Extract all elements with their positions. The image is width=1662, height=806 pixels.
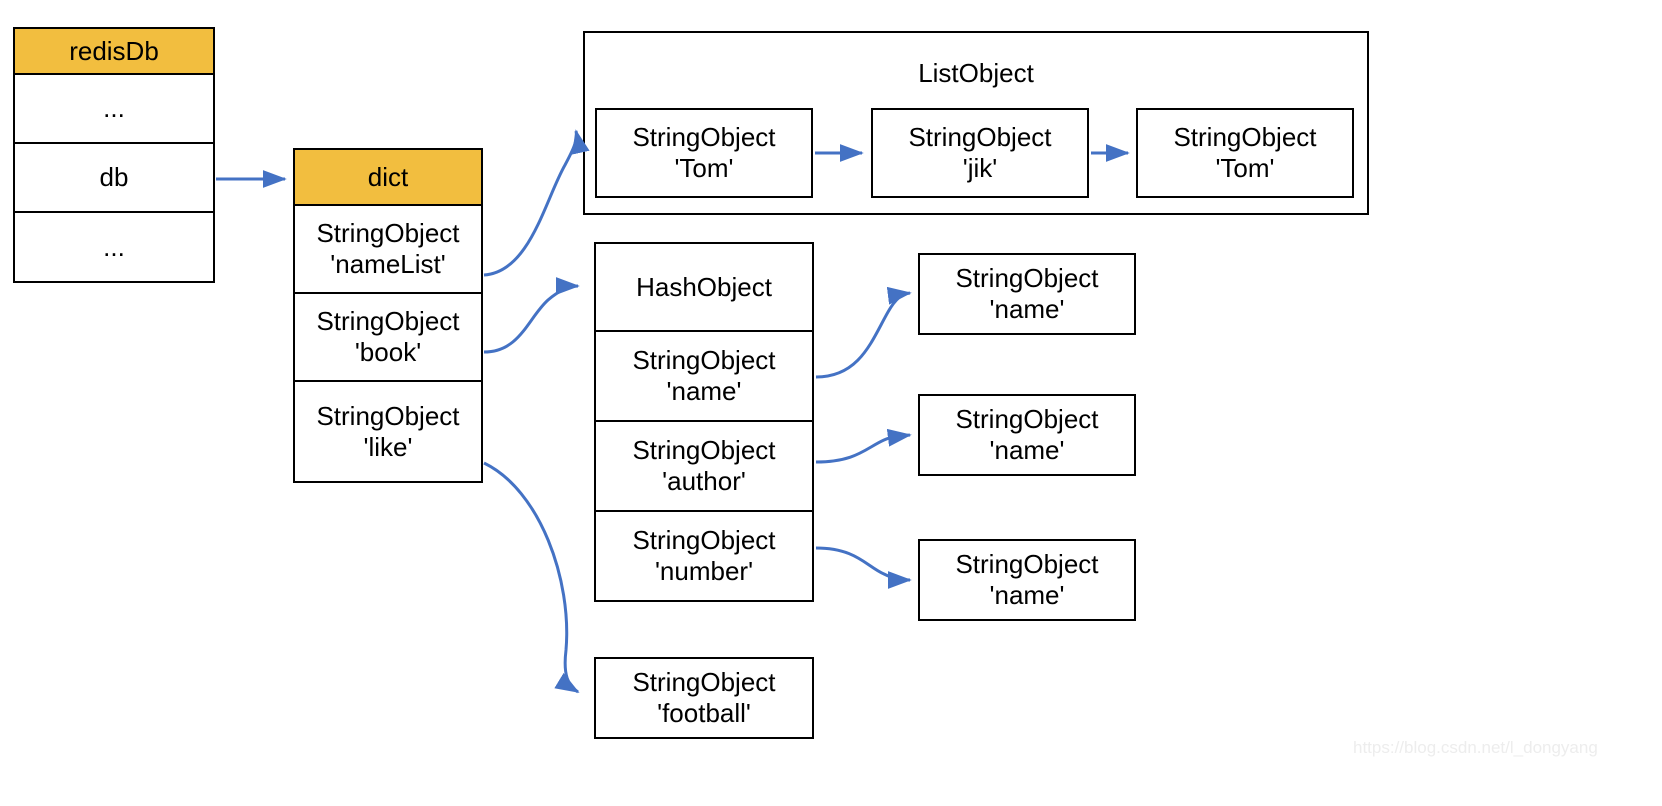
- list-node-1-type: StringObject: [908, 122, 1052, 153]
- arrow-namelist-to-listobject: [483, 129, 590, 277]
- hash-field-2-key: 'number': [654, 556, 754, 586]
- arrow-hash-name-to-value: [815, 286, 912, 379]
- list-node-2-value: 'Tom': [1215, 153, 1275, 183]
- hash-value-0[interactable]: StringObject 'name': [918, 253, 1136, 335]
- hash-object-header: HashObject: [594, 242, 814, 332]
- arrow-like-to-football: [483, 461, 580, 694]
- arrow-hash-author-to-value: [815, 428, 912, 464]
- redisdb-row-db: db: [13, 144, 215, 213]
- redisdb-row-0-label: ...: [103, 93, 125, 124]
- hash-field-name[interactable]: StringObject 'name': [594, 332, 814, 422]
- hash-field-1-type: StringObject: [632, 435, 776, 466]
- hash-field-0-type: StringObject: [632, 345, 776, 376]
- list-node-0[interactable]: StringObject 'Tom': [595, 108, 813, 198]
- hash-value-2-type: StringObject: [955, 549, 1099, 580]
- list-object-title: ListObject: [918, 58, 1034, 88]
- like-value-value: 'football': [657, 698, 751, 728]
- redisdb-row-1-label: db: [99, 162, 129, 193]
- dict-entry-1-type: StringObject: [316, 306, 460, 337]
- arrow-hash-number-to-value: [815, 546, 912, 589]
- hash-field-2-type: StringObject: [632, 525, 776, 556]
- hash-object-header-label: HashObject: [636, 271, 772, 302]
- hash-value-1-value: 'name': [989, 435, 1065, 465]
- redisdb-header: redisDb: [13, 27, 215, 75]
- redisdb-row-2: ...: [13, 213, 215, 283]
- hash-value-2[interactable]: StringObject 'name': [918, 539, 1136, 621]
- list-node-2[interactable]: StringObject 'Tom': [1136, 108, 1354, 198]
- list-node-1[interactable]: StringObject 'jik': [871, 108, 1089, 198]
- dict-header-label: dict: [367, 161, 409, 192]
- watermark: https://blog.csdn.net/l_dongyang: [1353, 738, 1598, 757]
- hash-value-2-value: 'name': [989, 580, 1065, 610]
- dict-entry-2-key: 'like': [363, 431, 413, 462]
- hash-field-0-key: 'name': [666, 376, 742, 406]
- hash-value-1[interactable]: StringObject 'name': [918, 394, 1136, 476]
- arrow-book-to-hashobject: [483, 277, 580, 354]
- list-node-0-type: StringObject: [632, 122, 776, 153]
- redisdb-header-label: redisDb: [69, 35, 159, 66]
- redisdb-row-0: ...: [13, 75, 215, 144]
- list-node-2-type: StringObject: [1173, 122, 1317, 153]
- dict-entry-2-type: StringObject: [316, 400, 460, 431]
- like-value-type: StringObject: [632, 667, 776, 698]
- list-object-frame: [583, 31, 1369, 215]
- dict-entry-like[interactable]: StringObject 'like': [293, 382, 483, 483]
- dict-header: dict: [293, 148, 483, 206]
- dict-entry-0-key: 'nameList': [330, 249, 446, 279]
- dict-entry-0-type: StringObject: [316, 218, 460, 249]
- redisdb-row-2-label: ...: [103, 231, 125, 262]
- dict-entry-1-key: 'book': [354, 337, 422, 367]
- hash-field-number[interactable]: StringObject 'number': [594, 512, 814, 602]
- like-value-box[interactable]: StringObject 'football': [594, 657, 814, 739]
- hash-value-0-value: 'name': [989, 294, 1065, 324]
- hash-value-0-type: StringObject: [955, 263, 1099, 294]
- hash-field-author[interactable]: StringObject 'author': [594, 422, 814, 512]
- dict-entry-namelist[interactable]: StringObject 'nameList': [293, 206, 483, 294]
- dict-entry-book[interactable]: StringObject 'book': [293, 294, 483, 382]
- list-node-0-value: 'Tom': [674, 153, 734, 183]
- hash-field-1-key: 'author': [662, 466, 746, 496]
- hash-value-1-type: StringObject: [955, 404, 1099, 435]
- list-node-1-value: 'jik': [962, 153, 998, 183]
